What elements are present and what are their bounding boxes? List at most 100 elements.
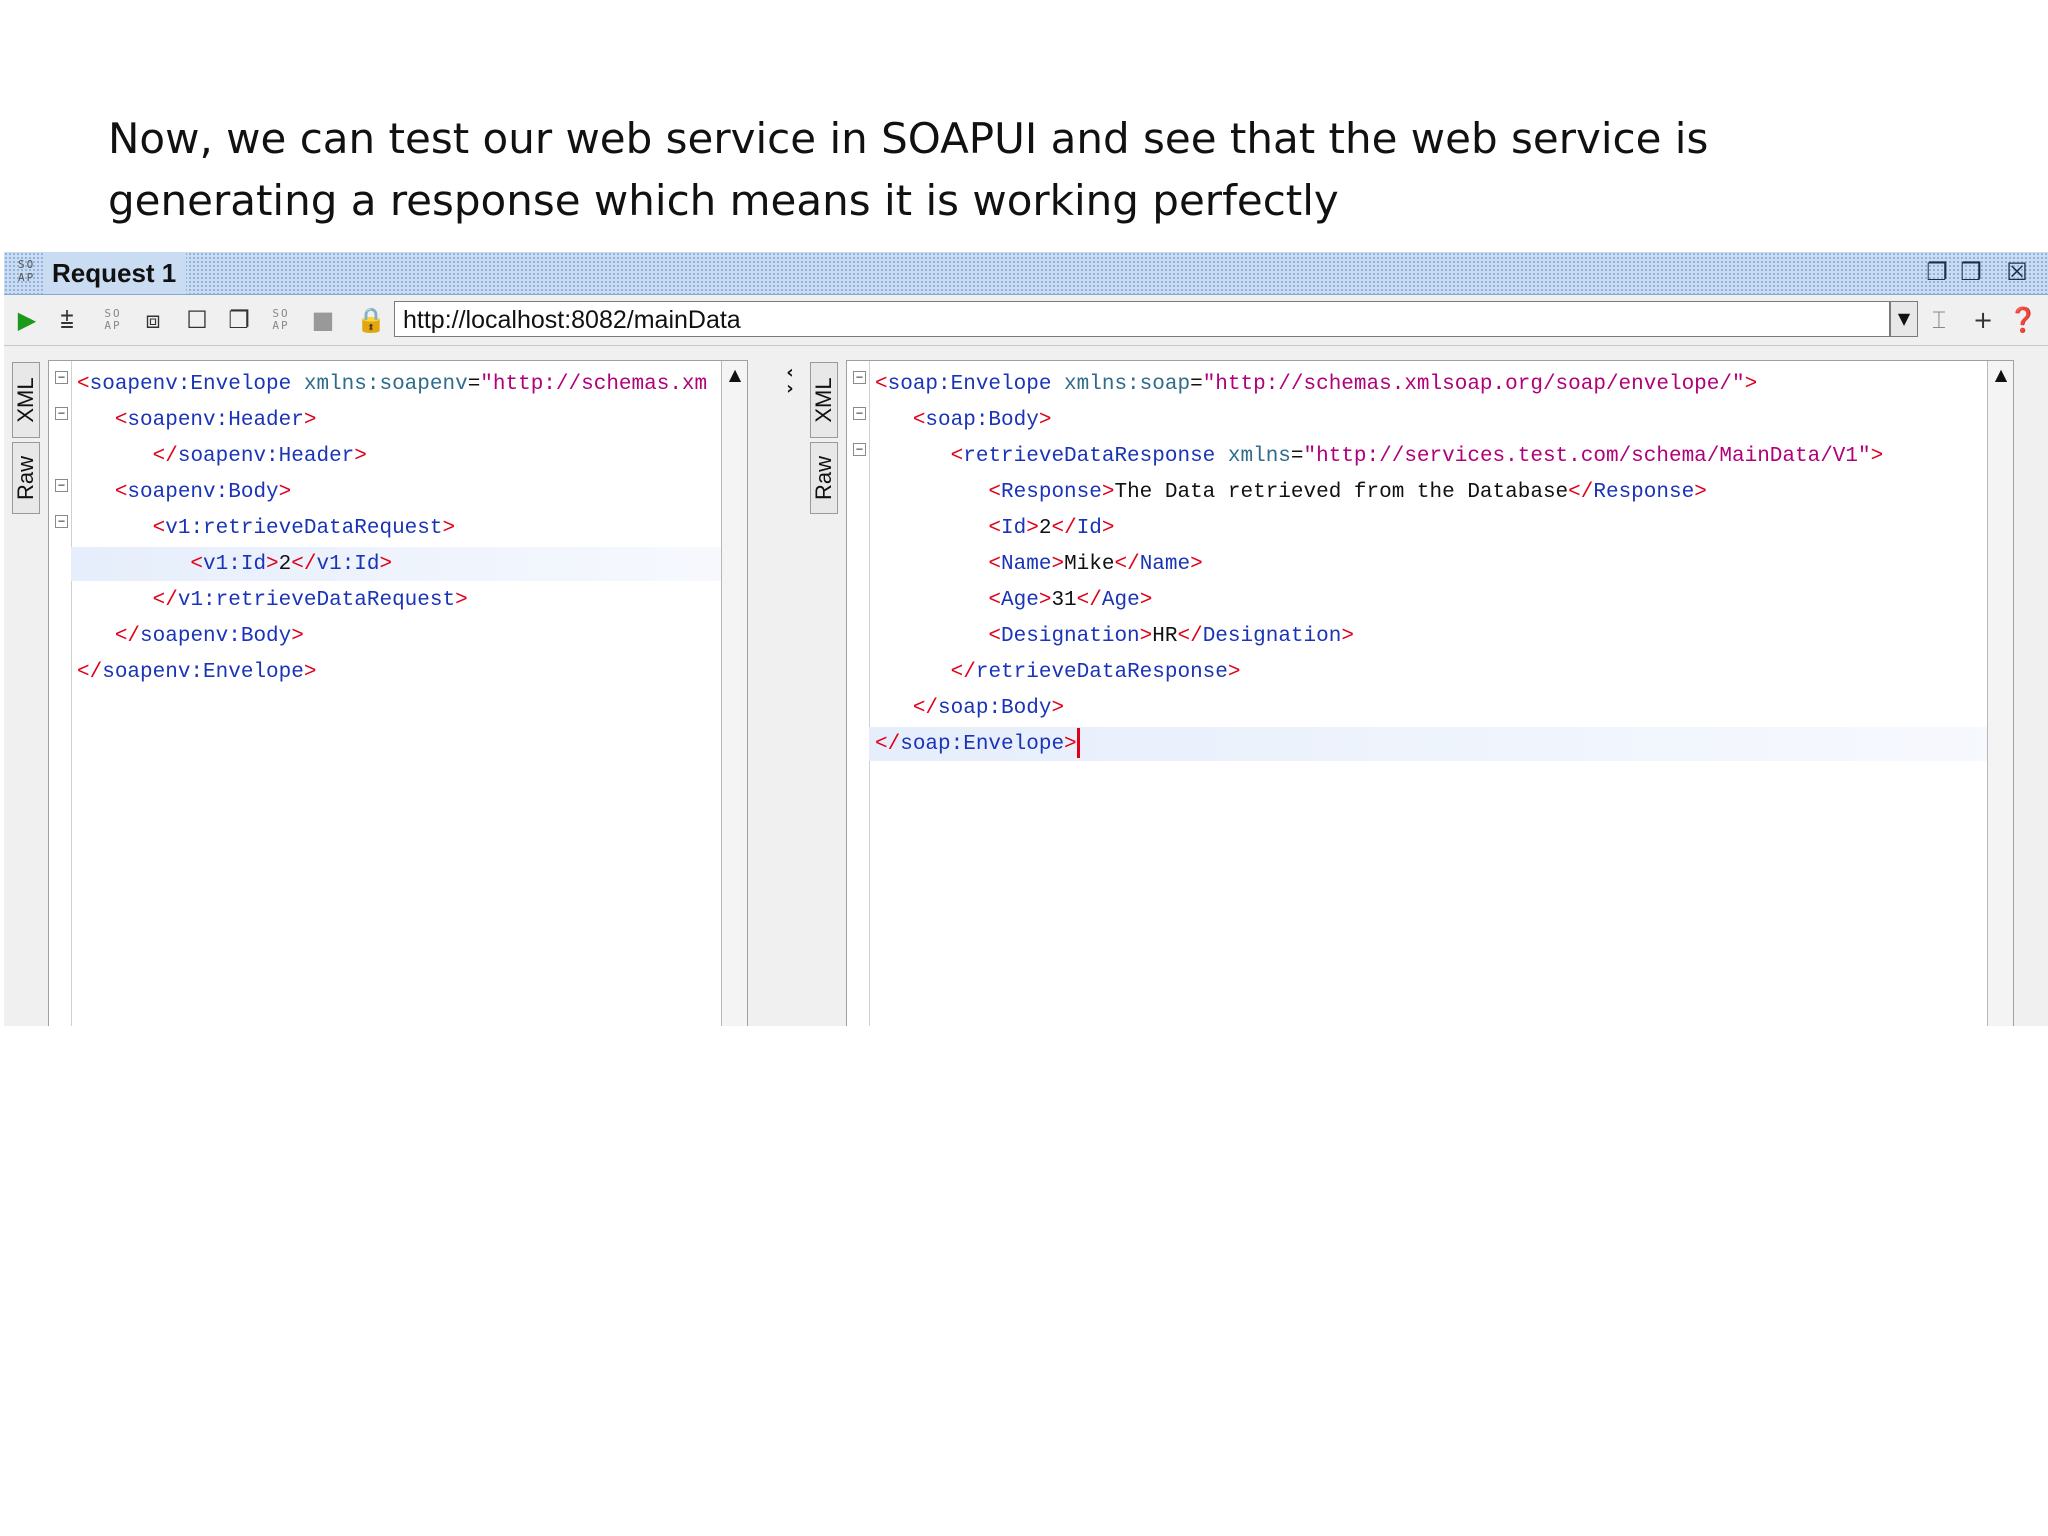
response-gutter: − − − [847, 361, 870, 1026]
scroll-up-icon[interactable]: ▲ [728, 365, 742, 384]
code-token: retrieveDataResponse [975, 661, 1228, 684]
code-token: < [77, 373, 90, 396]
fold-toggle-icon[interactable]: − [55, 479, 68, 492]
code-line: </v1:retrieveDataRequest> [77, 583, 468, 619]
code-line: <Age>31</Age> [875, 583, 1152, 619]
code-token: > [1139, 625, 1153, 648]
fold-toggle-icon[interactable]: − [853, 443, 866, 456]
code-token: soap:Body [925, 409, 1039, 432]
code-token: Designation [1202, 625, 1342, 648]
code-line: <Id>2</Id> [875, 511, 1115, 547]
code-token: > [1190, 553, 1203, 576]
request-editor[interactable]: − − − − <soapenv:Envelope xmlns:soapenv=… [48, 360, 748, 1026]
code-token: < [152, 517, 166, 540]
tab-raw-request[interactable]: Raw [12, 442, 40, 514]
expand-right-icon[interactable]: › [786, 378, 794, 399]
detach-icon[interactable]: ❒ [1960, 258, 1982, 286]
endpoint-url-field[interactable]: http://localhost:8082/mainData [394, 301, 1890, 337]
code-token: retrieveDataResponse [963, 445, 1228, 468]
soap-ws-a-icon[interactable]: SO AP [104, 307, 122, 332]
tab-xml-request[interactable]: XML [12, 362, 40, 438]
ws-rm-icon[interactable]: ⧈ [145, 306, 161, 334]
code-token: > [303, 409, 317, 432]
code-token: 31 [1051, 589, 1077, 612]
pane-splitter[interactable]: ‹ › [776, 362, 804, 1026]
code-line: </soapenv:Header> [77, 439, 367, 475]
tab-raw-response[interactable]: Raw [810, 442, 838, 514]
fold-toggle-icon[interactable]: − [853, 371, 866, 384]
code-token: Designation [1001, 625, 1140, 648]
scroll-up-icon[interactable]: ▲ [1994, 365, 2008, 384]
code-line: </soapenv:Body> [77, 619, 304, 655]
code-token: soap:Envelope [887, 373, 1065, 396]
code-line: <soapenv:Header> [77, 403, 317, 439]
code-indent [875, 409, 913, 432]
code-token: xmlns:soap [1064, 373, 1191, 396]
code-token: > [303, 661, 317, 684]
add-assertion-icon[interactable]: ⩲ [59, 306, 75, 334]
code-line: <Response>The Data retrieved from the Da… [875, 475, 1707, 511]
add-icon[interactable]: + [1972, 306, 1994, 334]
code-token: </ [875, 733, 901, 756]
clone-request-icon[interactable]: ❐ [228, 306, 250, 334]
code-token: > [1026, 517, 1039, 540]
code-token: v1:Id [203, 553, 267, 576]
fold-toggle-icon[interactable]: − [55, 407, 68, 420]
code-token: Id [1076, 517, 1102, 540]
code-token: < [912, 409, 926, 432]
code-token: </ [77, 661, 103, 684]
code-token: > [1051, 553, 1065, 576]
code-token: soapenv:Header [127, 409, 304, 432]
code-token: soapenv:Header [177, 445, 355, 468]
code-token: > [266, 553, 279, 576]
code-token: soapenv:Body [127, 481, 279, 504]
code-token: = [467, 373, 481, 396]
soap-settings-icon[interactable]: SO AP [272, 307, 290, 332]
code-token: > [1694, 481, 1707, 504]
code-indent [875, 625, 988, 648]
collapse-left-icon[interactable]: ‹ [786, 362, 794, 383]
code-token: > [379, 553, 393, 576]
help-icon[interactable]: ❓ [2008, 306, 2038, 334]
code-token: < [875, 373, 888, 396]
code-indent [77, 625, 115, 648]
current-line-highlight [869, 727, 2013, 761]
code-token: </ [912, 697, 939, 720]
code-token: < [988, 589, 1002, 612]
code-token: 2 [1038, 517, 1052, 540]
code-token: > [1038, 409, 1052, 432]
code-token: < [950, 445, 964, 468]
fold-toggle-icon[interactable]: − [55, 515, 68, 528]
run-icon[interactable]: ▶ [17, 306, 37, 334]
code-line: </soapenv:Envelope> [77, 655, 316, 691]
code-indent [875, 661, 951, 684]
response-editor[interactable]: − − − <soap:Envelope xmlns:soap="http://… [846, 360, 2014, 1026]
minimize-icon[interactable]: ❐ [1926, 258, 1948, 286]
endpoint-dropdown-icon[interactable]: ▼ [1890, 301, 1918, 337]
code-line: <Designation>HR</Designation> [875, 619, 1354, 655]
code-token: Name [1001, 553, 1052, 576]
split-view-icon[interactable]: ☐ [186, 306, 208, 334]
request-scrollbar[interactable]: ▲ [721, 361, 747, 1026]
fold-toggle-icon[interactable]: − [853, 407, 866, 420]
code-token: Response [1001, 481, 1102, 504]
code-token: "http://schemas.xmlsoap.org/soap/envelop… [1202, 373, 1745, 396]
request-view-tabs: XML Raw [8, 362, 42, 782]
current-line-highlight [71, 547, 747, 581]
code-token: > [442, 517, 456, 540]
code-token: > [1101, 517, 1115, 540]
tab-xml-response[interactable]: XML [810, 362, 838, 438]
code-indent [875, 481, 988, 504]
code-token: < [114, 481, 128, 504]
code-token: Mike [1064, 553, 1115, 576]
code-token: > [1870, 445, 1884, 468]
text-caret [1076, 728, 1080, 759]
close-icon[interactable]: ☒ [2006, 258, 2028, 286]
tab-raw-label: Raw [13, 455, 38, 501]
tag-icon[interactable]: ⌶ [1931, 306, 1947, 334]
code-token: </ [291, 553, 317, 576]
cancel-icon[interactable]: ■ [311, 306, 335, 334]
response-scrollbar[interactable]: ▲ [1987, 361, 2013, 1026]
fold-toggle-icon[interactable]: − [55, 371, 68, 384]
code-token: </ [152, 445, 178, 468]
